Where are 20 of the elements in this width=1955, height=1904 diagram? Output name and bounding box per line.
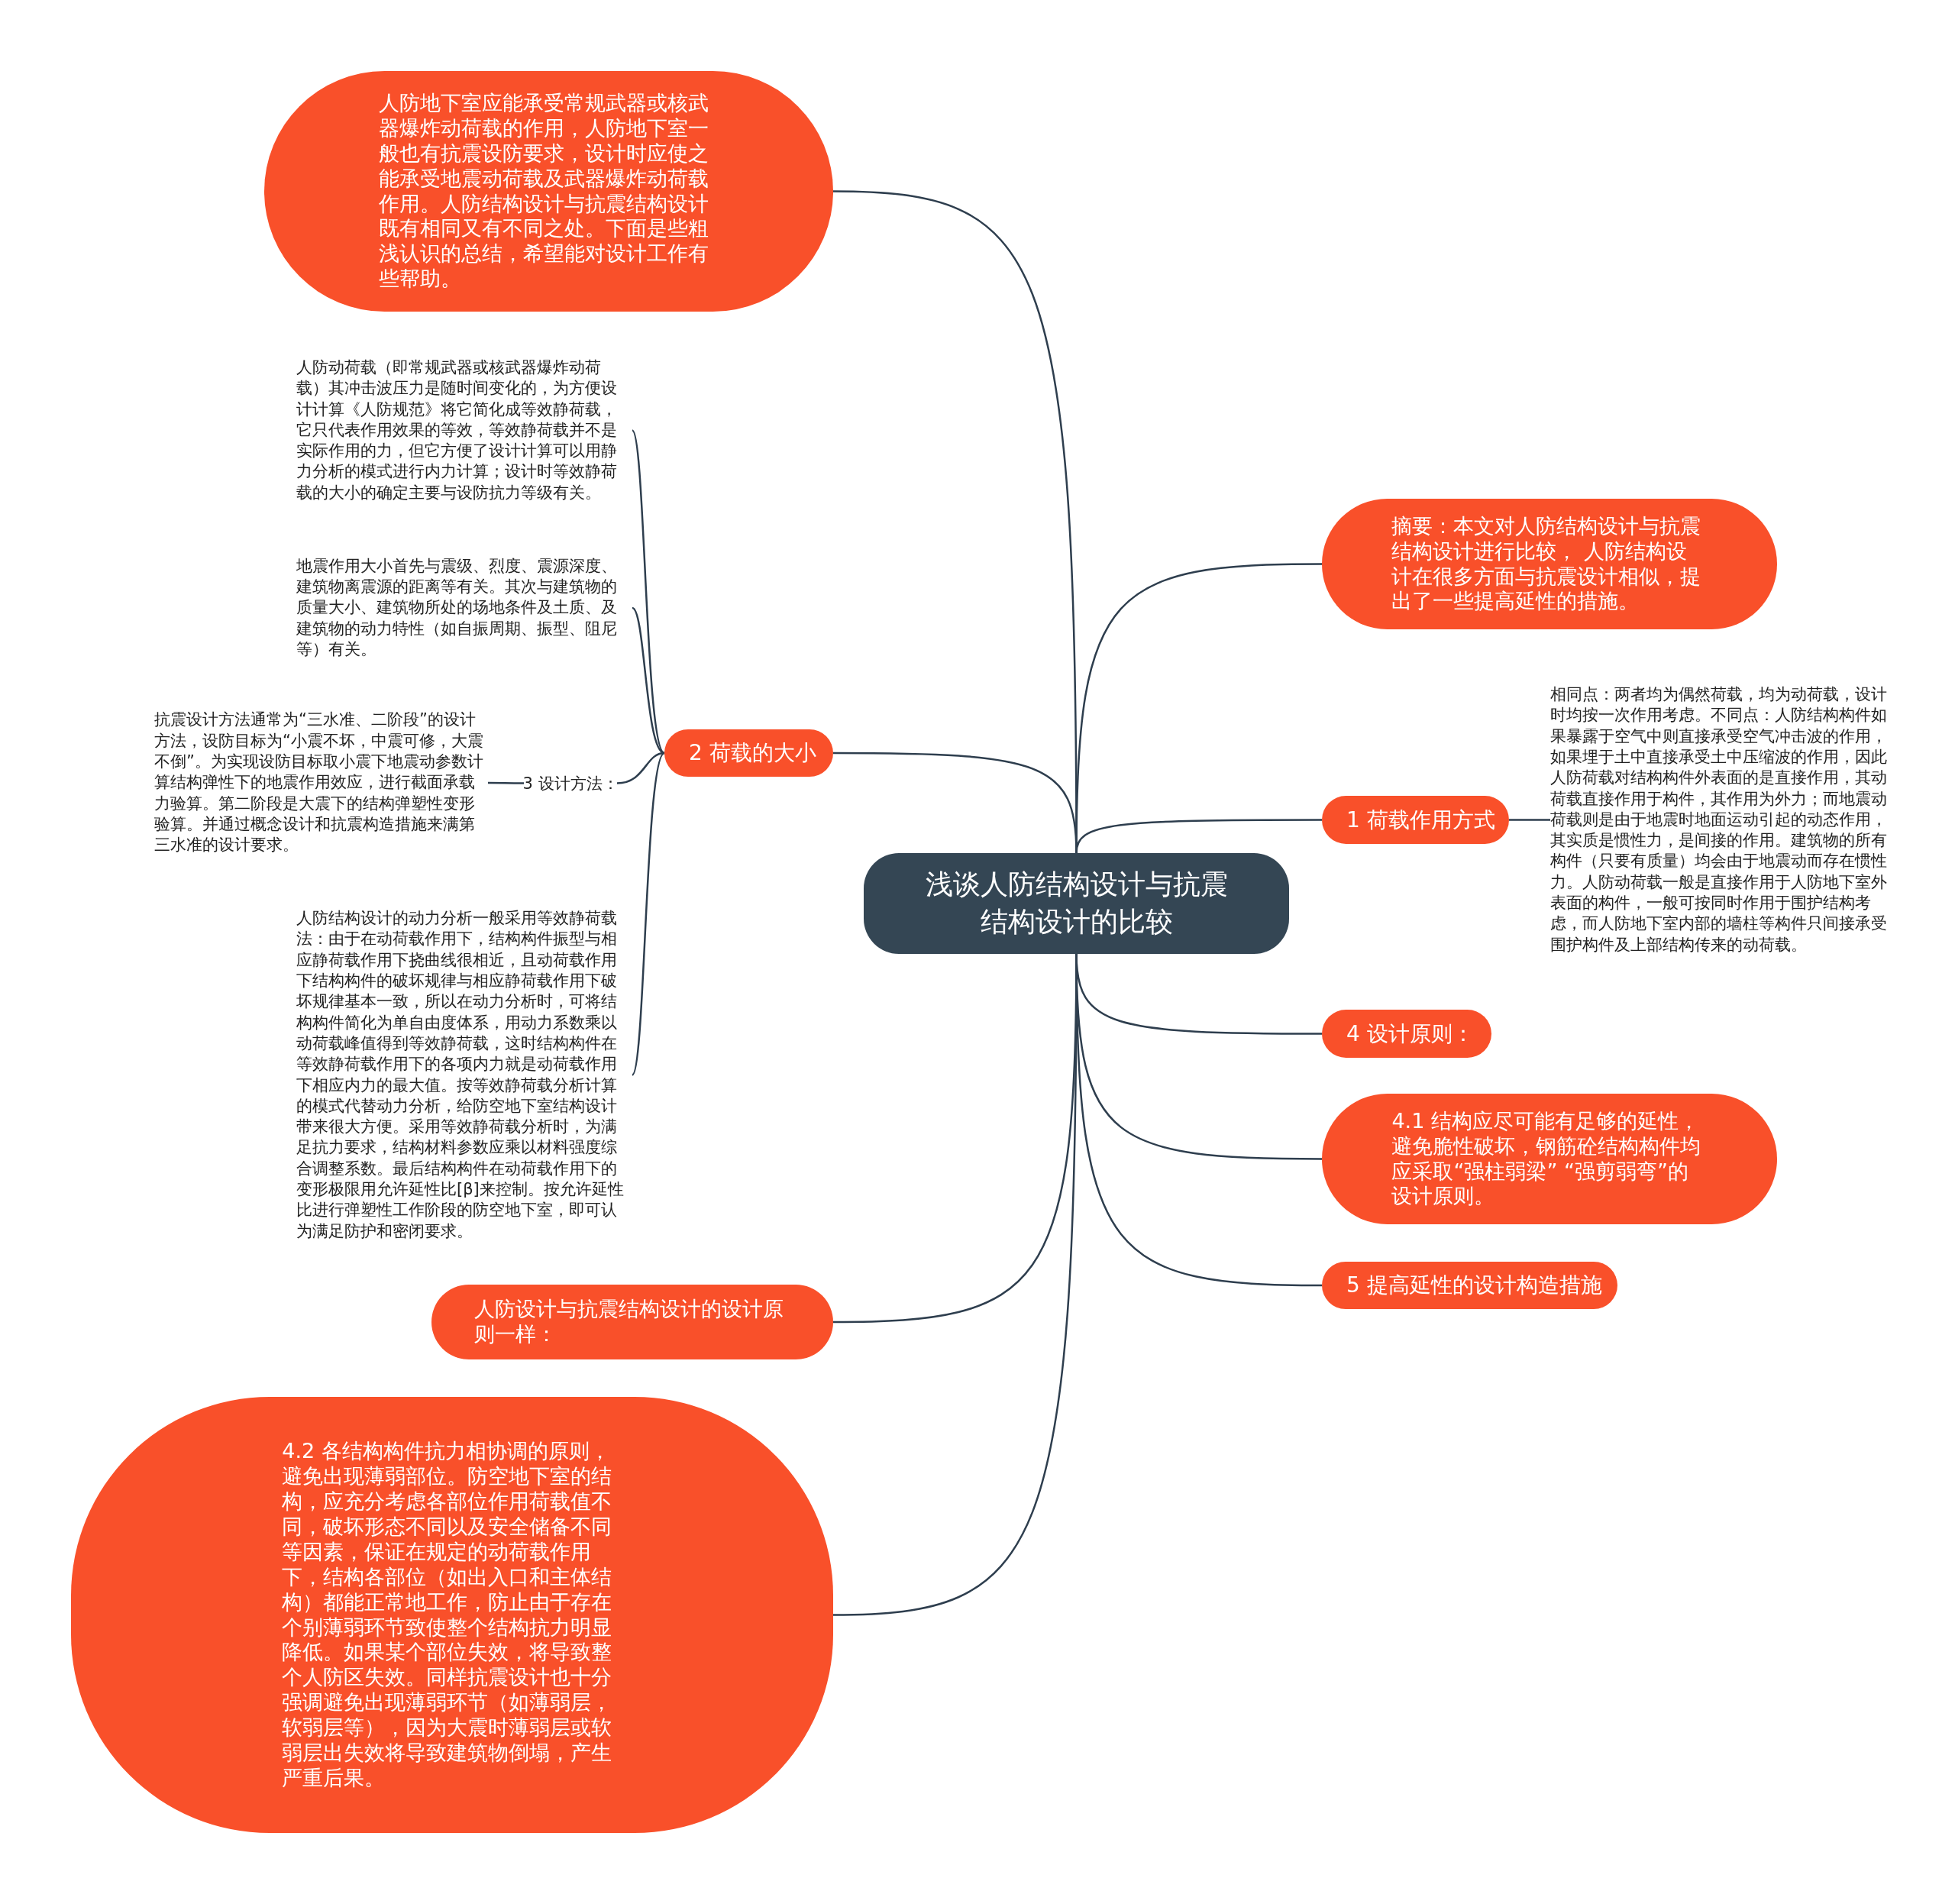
subtopic-text: 3 设计方法： [524, 771, 617, 796]
note-text: 相同点：两者均为偶然荷载，均为动荷载，设计时均按一次作用考虑。不同点：人防结构构件如果暴露于空气中则直接承受空气冲击波的作用，如果埋于土中直接承受土中压缩波的作用，因此人防荷载对结构构件外表面的是直接作用，其动荷载直接作用于构件，其作用为外力；而地震动荷载则是由于地震时地面运动引起的动态作用，其实质是惯性力，是间接的作用。建筑物的所有构件（只要有质量）均会由于地震动而存在惯性力。人防动荷载一般是直接作用于人防地下室外表面的构件，一般可按同时作用于围护结构考虑，而人防地下室内部的墙柱等构件只间接承受围护构件及上部结构传来的动荷载。 [1550, 674, 1888, 966]
topic-bubble: 4.1 结构应尽可能有足够的延性，避免脆性破坏，钢筋砼结构构件均应采取“强柱弱梁” “强剪弱弯”的设计原则。 [1322, 1094, 1777, 1224]
central-topic: 浅谈人防结构设计与抗震结构设计的比较 [864, 853, 1289, 954]
connector-line [631, 752, 666, 1076]
topic-bubble: 人防设计与抗震结构设计的设计原则一样： [431, 1285, 833, 1359]
topic-pill: 2 荷载的大小 [664, 729, 833, 777]
topic-bubble: 人防地下室应能承受常规武器或核武器爆炸动荷载的作用，人防地下室一般也有抗震设防要求，设计时应使之能承受地震动荷载及武器爆炸动荷载作用。人防结构设计与抗震结构设计既有相同又有不同之处。下面是些粗浅认识的总结，希望能对设计工作有些帮助。 [264, 71, 833, 312]
topic-pill: 4 设计原则： [1322, 1010, 1491, 1058]
note-text: 抗震设计方法通常为“三水准、二阶段”的设计方法，设防目标为“小震不坏，中震可修，大震不倒”。为实现设防目标取小震下地震动参数计算结构弹性下的地震作用效应，进行截面承载力验算。第二阶段是大震下的结构弹塑性变形验算。并通过概念设计和抗震构造措施来满第三水准的设计要求。 [154, 708, 488, 858]
topic-pill: 1 荷载作用方式 [1322, 796, 1509, 844]
connector-line [1509, 819, 1550, 821]
topic-bubble: 摘要：本文对人防结构设计与抗震结构设计进行比较， 人防结构设计在很多方面与抗震设计相似，提出了一些提高延性的措施。 [1322, 499, 1777, 629]
note-text: 人防动荷载（即常规武器或核武器爆炸动荷载）其冲击波压力是随时间变化的，为方便设计计算《人防规范》将它简化成等效静荷载，它只代表作用效果的等效，等效静荷载并不是实际作用的力，但它方便了设计计算可以用静力分析的模式进行内力计算；设计时等效静荷载的大小的确定主要与设防抗力等级有关。 [296, 355, 632, 506]
note-text: 人防结构设计的动力分析一般采用等效静荷载法：由于在动荷载作用下，结构构件振型与相应静荷载作用下挠曲线很相近，且动荷载作用下结构构件的破坏规律与相应静荷载作用下破坏规律基本一致，所以在动力分析时，可将结构构件简化为单自由度体系，用动力系数乘以动荷载峰值得到等效静荷载，这时结构构件在等效静荷载作用下的各项内力就是动荷载作用下相应内力的最大值。按等效静荷载分析计算的模式代替动力分析，给防空地下室结构设计带来很大方便。采用等效静荷载分析时，为满足抗力要求，结构材料参数应乘以材料强度综合调整系数。最后结构构件在动荷载作用下的变形极限用允许延性比[β]来控制。按允许延性比进行弹塑性工作阶段的防空地下室，即可认为满足防护和密闭要求。 [296, 907, 632, 1243]
note-text: 地震作用大小首先与震级、烈度、震源深度、建筑物离震源的距离等有关。其次与建筑物的质量大小、建筑物所处的场地条件及土质、及建筑物的动力特性（如自振周期、振型、阻尼等）有关。 [296, 555, 632, 661]
connector-line [488, 781, 524, 784]
topic-bubble: 4.2 各结构构件抗力相协调的原则，避免出现薄弱部位。防空地下室的结构，应充分考虑各部位作用荷载值不同，破坏形态不同以及安全储备不同等因素，保证在规定的动荷载作用下，结构各部位（如出入口和主体结构）都能正常地工作，防止由于存在个别薄弱环节致使整个结构抗力明显降低。如果某个部位失效，将导致整个人防区失效。同样抗震设计也十分强调避免出现薄弱环节（如薄弱层，软弱层等），因为大震时薄弱层或软弱层出失效将导致建筑物倒塌，产生严重后果。 [71, 1397, 833, 1833]
topic-pill: 5 提高延性的设计构造措施 [1322, 1262, 1617, 1309]
connector-line [616, 752, 665, 784]
